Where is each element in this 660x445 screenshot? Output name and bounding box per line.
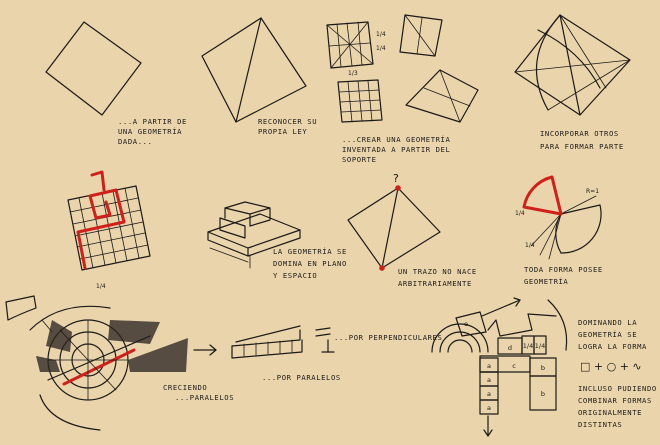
caption-every-form: TODA FORMA POSEE GEOMETRÍA bbox=[524, 265, 603, 286]
svg-text:Y ESPACIO: Y ESPACIO bbox=[273, 271, 317, 280]
svg-text:c: c bbox=[512, 362, 516, 370]
svg-text:UNA GEOMETRÍA: UNA GEOMETRÍA bbox=[118, 127, 182, 136]
sketch-grid-square bbox=[337, 79, 383, 123]
svg-text:ORIGINALMENTE: ORIGINALMENTE bbox=[578, 408, 642, 417]
svg-text:a: a bbox=[487, 362, 491, 370]
svg-text:DOMINA EN PLANO: DOMINA EN PLANO bbox=[273, 259, 347, 268]
svg-text:...POR PARALELOS: ...POR PARALELOS bbox=[262, 373, 341, 382]
svg-text:UN TRAZO NO NACE: UN TRAZO NO NACE bbox=[398, 267, 477, 276]
svg-text:...POR PERPENDICULARES: ...POR PERPENDICULARES bbox=[334, 333, 442, 342]
svg-text:INVENTADA A PARTIR DEL: INVENTADA A PARTIR DEL bbox=[342, 145, 450, 154]
svg-text:PARA FORMAR PARTE: PARA FORMAR PARTE bbox=[540, 142, 624, 151]
caption-invented-geometry: ...CREAR UNA GEOMETRÍA INVENTADA A PARTI… bbox=[342, 135, 450, 164]
caption-by-perpendiculars: ...POR PERPENDICULARES bbox=[334, 333, 442, 342]
svg-text:CRECIENDO: CRECIENDO bbox=[163, 383, 207, 392]
sketch-square-with-diagonal bbox=[201, 17, 307, 123]
sketch-composite-plan: e a a a a d 1/4 1/4 b b c bbox=[431, 297, 568, 437]
svg-text:1/3: 1/3 bbox=[348, 70, 358, 77]
svg-text:...PARALELOS: ...PARALELOS bbox=[175, 393, 234, 402]
caption-incorporate-others: INCORPORAR OTROS PARA FORMAR PARTE bbox=[540, 129, 624, 151]
svg-text:a: a bbox=[487, 404, 491, 412]
svg-text:1/4: 1/4 bbox=[523, 342, 533, 350]
sketch-grid-red-spiral: 1/4 bbox=[67, 170, 151, 290]
caption-mastering-geometry: DOMINANDO LA GEOMETRÍA SE LOGRA LA FORMA bbox=[578, 318, 647, 351]
svg-text:...A PARTIR DE: ...A PARTIR DE bbox=[118, 117, 187, 126]
svg-text:LA GEOMETRÍA SE: LA GEOMETRÍA SE bbox=[273, 247, 347, 256]
sketch-square-with-point: ? bbox=[347, 172, 441, 271]
sketch-perpendicular-marks bbox=[315, 327, 335, 353]
svg-text:DADA...: DADA... bbox=[118, 137, 153, 146]
svg-text:1/4: 1/4 bbox=[535, 342, 545, 350]
svg-text:DISTINTAS: DISTINTAS bbox=[578, 420, 622, 429]
caption-by-parallels: ...POR PARALELOS bbox=[262, 373, 341, 382]
svg-text:COMBINAR FORMAS: COMBINAR FORMAS bbox=[578, 396, 652, 405]
svg-text:a: a bbox=[487, 390, 491, 398]
svg-text:SOPORTE: SOPORTE bbox=[342, 155, 377, 164]
sketch-plane-and-space-boxes bbox=[207, 201, 301, 269]
sketch-circle-sector: R=1 1/4 1/4 bbox=[515, 175, 602, 260]
svg-text:1/4: 1/4 bbox=[376, 31, 386, 38]
caption-own-law: RECONOCER SU PROPIA LEY bbox=[258, 117, 317, 136]
svg-text:LOGRA LA FORMA: LOGRA LA FORMA bbox=[578, 342, 647, 351]
svg-text:ARBITRARIAMENTE: ARBITRARIAMENTE bbox=[398, 279, 472, 288]
caption-plane-and-space: LA GEOMETRÍA SE DOMINA EN PLANO Y ESPACI… bbox=[273, 247, 347, 280]
svg-text:RECONOCER SU: RECONOCER SU bbox=[258, 117, 317, 126]
sketch-radial-composition bbox=[5, 295, 188, 431]
svg-text:1/4: 1/4 bbox=[515, 210, 525, 217]
sketch-parallels bbox=[231, 325, 303, 359]
svg-text:?: ? bbox=[393, 172, 399, 185]
sketch-given-square bbox=[45, 21, 142, 116]
shapes-formula: □ + ○ + ∿ bbox=[580, 360, 642, 373]
svg-text:1/4: 1/4 bbox=[96, 283, 106, 290]
svg-text:GEOMETRÍA SE: GEOMETRÍA SE bbox=[578, 330, 637, 339]
sketch-folded-squares bbox=[399, 14, 479, 123]
svg-text:b: b bbox=[541, 390, 545, 398]
svg-text:INCLUSO PUDIENDO: INCLUSO PUDIENDO bbox=[578, 384, 657, 393]
svg-text:R=1: R=1 bbox=[586, 188, 599, 195]
svg-text:b: b bbox=[541, 364, 545, 372]
caption-growing: CRECIENDO ...PARALELOS bbox=[163, 383, 234, 402]
svg-text:TODA FORMA POSEE: TODA FORMA POSEE bbox=[524, 265, 603, 274]
svg-text:PROPIA LEY: PROPIA LEY bbox=[258, 127, 307, 136]
svg-text:GEOMETRÍA: GEOMETRÍA bbox=[524, 277, 568, 286]
sketch-square-with-arcs bbox=[514, 14, 631, 116]
caption-not-arbitrary: UN TRAZO NO NACE ARBITRARIAMENTE bbox=[398, 267, 477, 288]
svg-text:1/4: 1/4 bbox=[525, 242, 535, 249]
svg-text:□ + ○ + ∿: □ + ○ + ∿ bbox=[580, 360, 642, 373]
svg-text:a: a bbox=[487, 376, 491, 384]
svg-text:INCORPORAR OTROS: INCORPORAR OTROS bbox=[540, 129, 619, 138]
svg-text:DOMINANDO LA: DOMINANDO LA bbox=[578, 318, 637, 327]
svg-text:1/4: 1/4 bbox=[376, 45, 386, 52]
caption-given-geometry: ...A PARTIR DE UNA GEOMETRÍA DADA... bbox=[118, 117, 187, 146]
caption-combine-forms: INCLUSO PUDIENDO COMBINAR FORMAS ORIGINA… bbox=[578, 384, 657, 429]
arrow-right-1 bbox=[193, 344, 217, 356]
svg-text:...CREAR UNA GEOMETRÍA: ...CREAR UNA GEOMETRÍA bbox=[342, 135, 450, 144]
sketch-subdivided-square: 1/4 1/4 1/3 bbox=[326, 21, 386, 77]
svg-text:e: e bbox=[464, 320, 468, 328]
svg-text:d: d bbox=[508, 344, 512, 352]
